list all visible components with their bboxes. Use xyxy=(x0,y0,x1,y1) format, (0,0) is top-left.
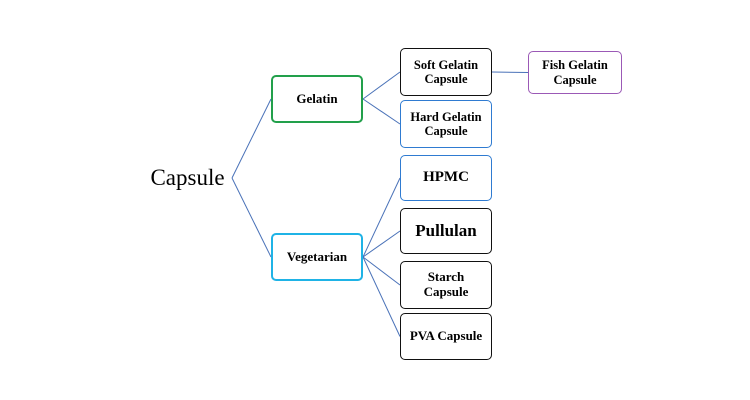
edge-gelatin-to-soft_gelatin xyxy=(362,71,401,100)
edge-vegetarian-to-pva xyxy=(362,256,401,337)
node-vegetarian: Vegetarian xyxy=(271,233,363,281)
root-capsule-label: Capsule xyxy=(150,165,225,190)
node-fish-gelatin: Fish Gelatin Capsule xyxy=(528,51,622,94)
edge-soft_gelatin-to-fish_gelatin xyxy=(491,71,529,73)
node-pullulan: Pullulan xyxy=(400,208,492,254)
node-hpmc: HPMC xyxy=(400,155,492,201)
node-soft-gelatin: Soft Gelatin Capsule xyxy=(400,48,492,96)
node-pva: PVA Capsule xyxy=(400,313,492,360)
node-hard-gelatin: Hard Gelatin Capsule xyxy=(400,100,492,148)
edge-vegetarian-to-hpmc xyxy=(362,177,401,258)
edge-root-to-gelatin xyxy=(231,98,272,179)
node-starch: Starch Capsule xyxy=(400,261,492,309)
edge-vegetarian-to-pullulan xyxy=(362,230,401,258)
node-gelatin: Gelatin xyxy=(271,75,363,123)
edge-root-to-vegetarian xyxy=(231,177,272,258)
edge-gelatin-to-hard_gelatin xyxy=(362,98,401,125)
edge-vegetarian-to-starch xyxy=(362,256,401,286)
